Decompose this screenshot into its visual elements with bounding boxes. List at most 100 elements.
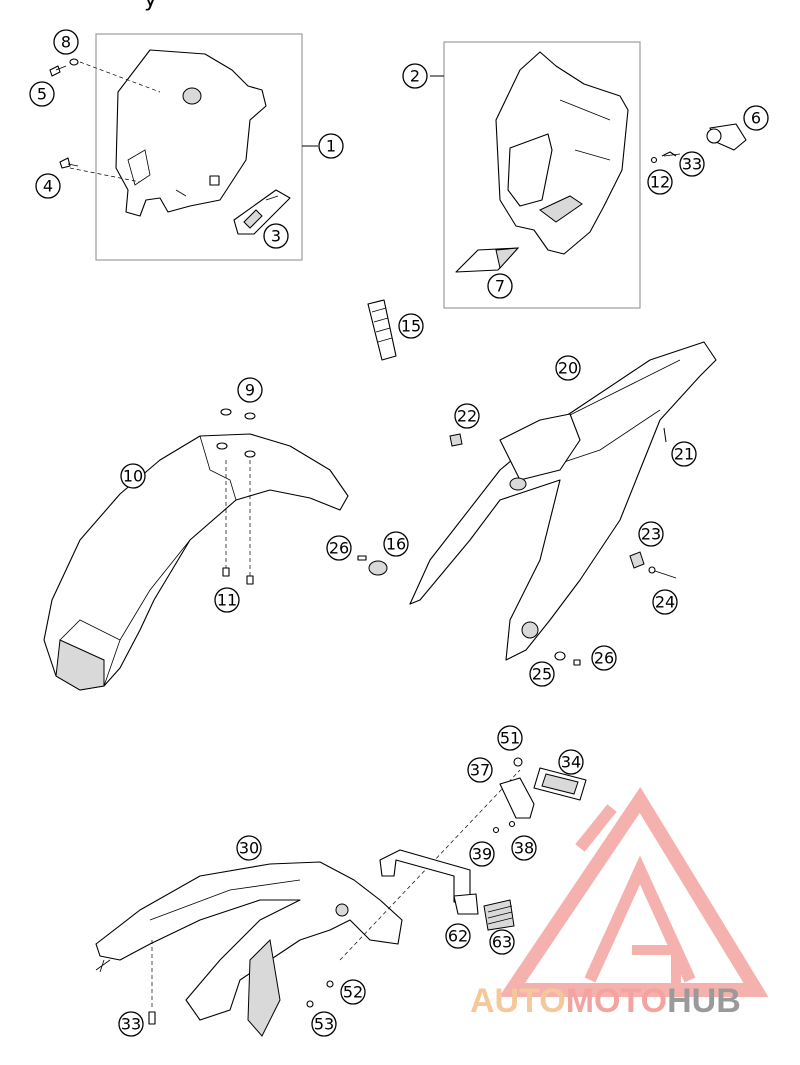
callout-21: 21	[671, 441, 697, 467]
screw-33-bottom	[148, 1011, 156, 1025]
svg-text:5: 5	[37, 85, 47, 104]
callout-22: 22	[454, 403, 480, 429]
front-fender	[43, 433, 349, 691]
headlight-mask	[115, 49, 267, 217]
dashed-line-51	[339, 769, 521, 961]
washer-38	[508, 820, 516, 828]
svg-text:21: 21	[674, 445, 694, 464]
callout-51: 51	[497, 725, 523, 751]
group-box-2	[443, 41, 641, 309]
screw-21	[663, 427, 667, 443]
svg-text:8: 8	[61, 33, 71, 52]
svg-text:26: 26	[329, 539, 349, 558]
svg-text:33: 33	[121, 1015, 141, 1034]
screw-52	[326, 980, 334, 988]
watermark-hub: HUB	[667, 982, 741, 1020]
svg-text:2: 2	[410, 67, 420, 86]
svg-text:20: 20	[558, 359, 578, 378]
callout-63: 63	[489, 929, 515, 955]
svg-text:16: 16	[386, 535, 406, 554]
watermark-text: AUTOMOTOHUB	[470, 982, 741, 1020]
svg-text:33: 33	[682, 155, 702, 174]
svg-text:62: 62	[448, 927, 468, 946]
bracket-7	[455, 247, 520, 273]
title-fragment: y	[144, 0, 157, 12]
svg-text:3: 3	[271, 227, 281, 246]
screw-51	[513, 757, 523, 767]
bracket-37	[499, 777, 535, 819]
screw-5	[49, 65, 67, 77]
bracket-62	[379, 849, 479, 915]
screw-4	[59, 157, 79, 169]
callout-62: 62	[445, 923, 471, 949]
screw-26-left	[357, 555, 367, 561]
svg-text:26: 26	[594, 649, 614, 668]
svg-text:10: 10	[123, 467, 143, 486]
callout-12: 12	[647, 169, 673, 195]
svg-text:25: 25	[532, 665, 552, 684]
callout-3: 3	[263, 223, 289, 249]
svg-text:6: 6	[751, 109, 761, 128]
side-panel-3	[233, 189, 291, 235]
rear-subframe-30	[95, 861, 403, 1037]
svg-text:24: 24	[655, 593, 675, 612]
headlight-mask-2	[495, 51, 629, 255]
callout-24: 24	[652, 589, 678, 615]
reflector-63	[483, 899, 515, 931]
svg-text:51: 51	[500, 729, 520, 748]
svg-text:34: 34	[561, 753, 581, 772]
callout-38: 38	[511, 835, 537, 861]
svg-text:1: 1	[326, 137, 336, 156]
svg-text:12: 12	[650, 173, 670, 192]
svg-text:38: 38	[514, 839, 534, 858]
filter-15	[367, 299, 397, 361]
screw-24	[648, 566, 677, 579]
callout-20: 20	[555, 355, 581, 381]
nut-39	[492, 826, 500, 834]
callout-26-right: 26	[591, 645, 617, 671]
callout-37: 37	[467, 757, 493, 783]
callout-34: 34	[558, 749, 584, 775]
callout-15: 15	[398, 313, 424, 339]
callout-33-top: 33	[679, 151, 705, 177]
callout-5: 5	[29, 81, 55, 107]
svg-text:39: 39	[472, 845, 492, 864]
callout-39: 39	[469, 841, 495, 867]
callout-2: 2	[402, 63, 428, 89]
svg-text:52: 52	[343, 983, 363, 1002]
grommets-9	[216, 408, 256, 458]
callout-8: 8	[53, 29, 79, 55]
callout-25: 25	[529, 661, 555, 687]
svg-text:30: 30	[239, 839, 259, 858]
watermark-logo	[498, 787, 769, 997]
watermark-moto: MOTO	[566, 982, 667, 1020]
svg-text:15: 15	[401, 317, 421, 336]
screw-12	[650, 156, 658, 164]
callout-53: 53	[311, 1011, 337, 1037]
group-box-1	[95, 33, 303, 261]
screw-26-right	[573, 659, 581, 666]
svg-text:63: 63	[492, 933, 512, 952]
nut-22	[449, 433, 463, 447]
nut-23	[629, 551, 645, 569]
svg-text:53: 53	[314, 1015, 334, 1034]
callout-16: 16	[383, 531, 409, 557]
callout-11: 11	[214, 587, 240, 613]
svg-text:11: 11	[217, 591, 237, 610]
svg-text:7: 7	[495, 277, 505, 296]
clamp-6	[706, 123, 747, 151]
nut-53	[306, 1000, 314, 1008]
callout-7: 7	[487, 273, 513, 299]
callout-1: 1	[318, 133, 344, 159]
svg-text:37: 37	[470, 761, 490, 780]
svg-text:9: 9	[245, 381, 255, 400]
screws-11	[222, 567, 254, 585]
callout-52: 52	[340, 979, 366, 1005]
screw-33-top	[661, 151, 681, 157]
rear-fender	[409, 341, 717, 661]
svg-text:4: 4	[43, 177, 53, 196]
grommet-16	[368, 560, 388, 576]
callout-6: 6	[743, 105, 769, 131]
callout-33-bottom: 33	[118, 1011, 144, 1037]
